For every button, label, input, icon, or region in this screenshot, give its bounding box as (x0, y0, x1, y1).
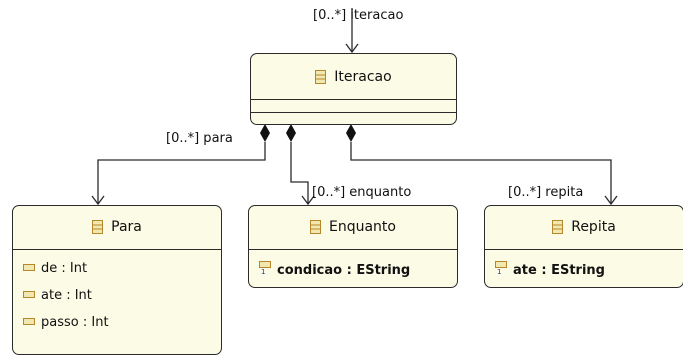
edge-enquanto-arrowhead (301, 195, 315, 206)
reference-label-repita: [0..*] repita (508, 185, 584, 200)
class-box-iteracao[interactable]: Iteracao (250, 53, 457, 125)
attribute-icon (23, 261, 35, 276)
attribute-type: Int (91, 315, 109, 330)
class-divider (13, 249, 221, 250)
class-divider (251, 112, 456, 113)
edge-repita-arrowhead (604, 195, 618, 206)
reference-label-enquanto: [0..*] enquanto (312, 185, 412, 200)
class-divider (249, 249, 457, 250)
class-header: Para (13, 206, 221, 248)
class-header: Enquanto (249, 206, 457, 248)
composition-diamond-repita (346, 124, 356, 142)
attribute-name: passo (41, 315, 79, 330)
attribute-row[interactable]: 1 ate : EString (495, 261, 605, 279)
attribute-type: EString (551, 262, 605, 278)
class-icon (315, 69, 327, 84)
class-box-para[interactable]: Para de : Int ate : Int passo : Int (12, 205, 222, 355)
reference-label-iteracao: [0..*] iteracao (313, 8, 404, 23)
class-divider (485, 249, 683, 250)
class-divider (251, 99, 456, 100)
iteracao-self-arrowhead (345, 43, 359, 54)
attribute-name: ate (41, 288, 63, 303)
class-name: Iteracao (334, 68, 392, 85)
class-name: Repita (571, 219, 616, 235)
edge-para (97, 142, 266, 204)
class-icon (310, 220, 321, 234)
class-header: Iteracao (251, 54, 456, 99)
svg-text:1: 1 (261, 268, 265, 275)
attribute-name: ate (513, 262, 537, 278)
attribute-type: Int (74, 288, 92, 303)
attribute-type: Int (69, 261, 88, 276)
svg-text:1: 1 (497, 268, 501, 275)
class-box-repita[interactable]: Repita 1 ate : EString (484, 205, 683, 288)
class-header: Repita (485, 206, 683, 248)
attribute-type: EString (356, 262, 411, 278)
required-attribute-icon: 1 (259, 261, 271, 279)
attribute-row[interactable]: de : Int (23, 261, 87, 276)
composition-diamond-para (260, 124, 270, 142)
attribute-row[interactable]: 1 condicao : EString (259, 261, 411, 279)
attribute-row[interactable]: passo : Int (23, 315, 109, 330)
edge-repita (350, 142, 612, 204)
edge-para-arrowhead (91, 195, 105, 206)
attribute-row[interactable]: ate : Int (23, 288, 92, 303)
attribute-icon (23, 315, 35, 330)
attribute-name: de (41, 261, 58, 276)
class-name: Para (111, 219, 142, 235)
class-name: Enquanto (329, 219, 396, 235)
reference-label-para: [0..*] para (166, 131, 233, 146)
edge-enquanto (290, 142, 309, 204)
required-attribute-icon: 1 (495, 261, 507, 279)
attribute-name: condicao (277, 262, 343, 278)
composition-diamond-enquanto (286, 124, 296, 142)
class-icon (552, 220, 564, 234)
attribute-icon (23, 288, 35, 303)
class-icon (92, 220, 104, 234)
class-box-enquanto[interactable]: Enquanto 1 condicao : EString (248, 205, 458, 288)
